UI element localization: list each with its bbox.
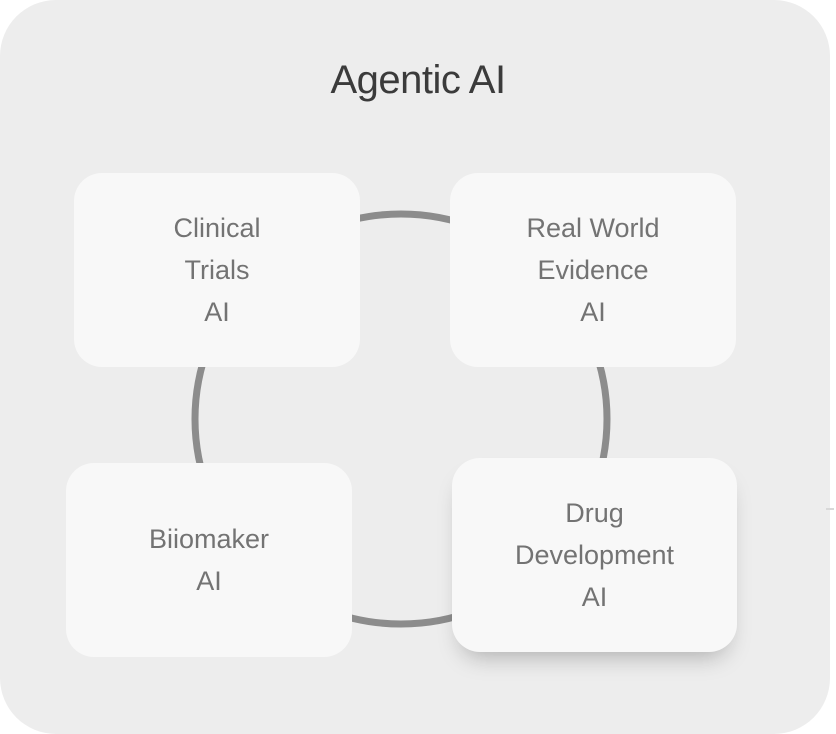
node-label-line: AI (580, 297, 606, 327)
edge-mark (826, 508, 834, 510)
node-label-line: Trials (184, 255, 250, 285)
node-label-line: Biiomaker (148, 524, 270, 554)
node-label-line: Clinical (173, 213, 261, 243)
diagram-title: Agentic AI (330, 58, 506, 102)
node-label-line: Real World (526, 213, 660, 243)
node-label-line: Drug (565, 498, 624, 528)
node-drug-development-ai: Drug Development AI (452, 458, 737, 652)
node-biomarker-ai: Biiomaker AI (66, 463, 352, 657)
node-real-world-evidence-ai: Real World Evidence AI (450, 173, 736, 367)
node-clinical-trials-ai: Clinical Trials AI (74, 173, 360, 367)
cycle-ring-path (191, 210, 611, 628)
node-label-line: Development (514, 540, 675, 570)
node-label-line: AI (204, 297, 230, 327)
node-label-line: AI (196, 566, 222, 596)
node-label-line: AI (581, 582, 608, 612)
node-label-line: Evidence (537, 255, 649, 285)
